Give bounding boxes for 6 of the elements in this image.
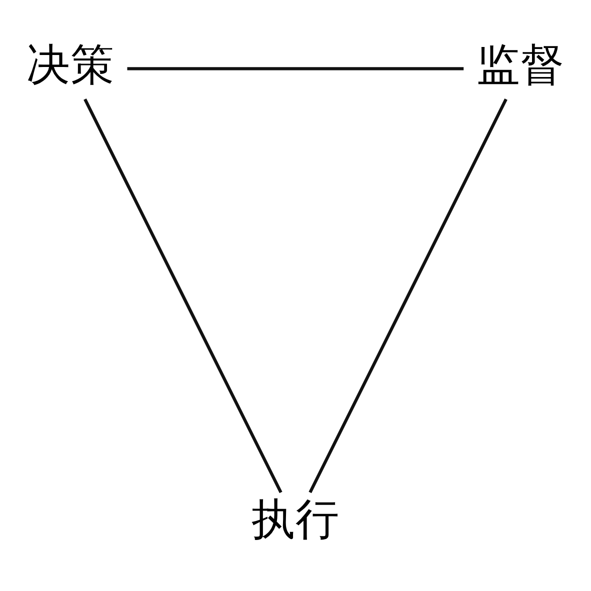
node-text: 决策 bbox=[26, 38, 115, 90]
connector bbox=[308, 98, 508, 493]
node-text: 监督 bbox=[476, 38, 564, 90]
connector bbox=[84, 98, 282, 493]
node-text: 执行 bbox=[252, 494, 340, 545]
connector bbox=[127, 66, 464, 70]
